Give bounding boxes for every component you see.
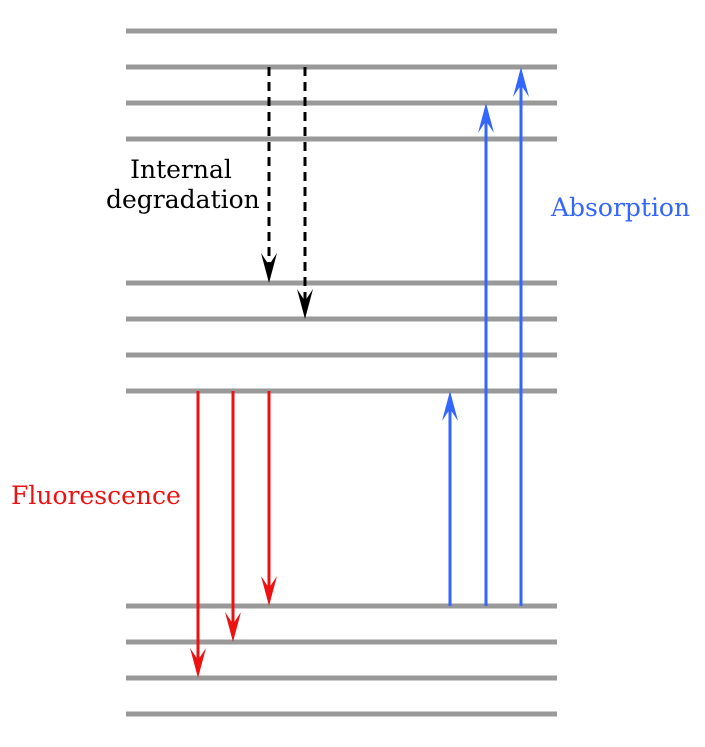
absorption-arrow-3 <box>513 67 529 606</box>
internal-degradation-arrow-2 <box>261 67 277 283</box>
energy-levels <box>126 28 557 717</box>
absorption-arrow-1 <box>442 391 458 606</box>
absorption-arrow-3-head <box>513 67 529 97</box>
fluorescence-arrow-3 <box>261 391 277 606</box>
internal-degradation-label-line2: degradation <box>106 185 260 214</box>
internal-degradation-label-line1: Internal <box>130 155 232 184</box>
absorption-arrow-1-head <box>442 391 458 421</box>
fluorescence-arrow-2-head <box>225 612 241 642</box>
transition-arrows <box>190 67 529 678</box>
absorption-arrow-2-head <box>478 103 494 133</box>
internal-degradation-arrow-2-head <box>261 253 277 283</box>
internal-degradation-arrow-1-head <box>297 289 313 319</box>
fluorescence-label: Fluorescence <box>11 481 181 510</box>
absorption-arrow-2 <box>478 103 494 606</box>
absorption-label: Absorption <box>551 193 691 222</box>
internal-degradation-arrow-1 <box>297 67 313 319</box>
fluorescence-arrow-3-head <box>261 576 277 606</box>
internal-degradation-label: Internal degradation <box>106 155 260 215</box>
fluorescence-arrow-1 <box>190 391 206 678</box>
fluorescence-arrow-2 <box>225 391 241 642</box>
fluorescence-arrow-1-head <box>190 648 206 678</box>
